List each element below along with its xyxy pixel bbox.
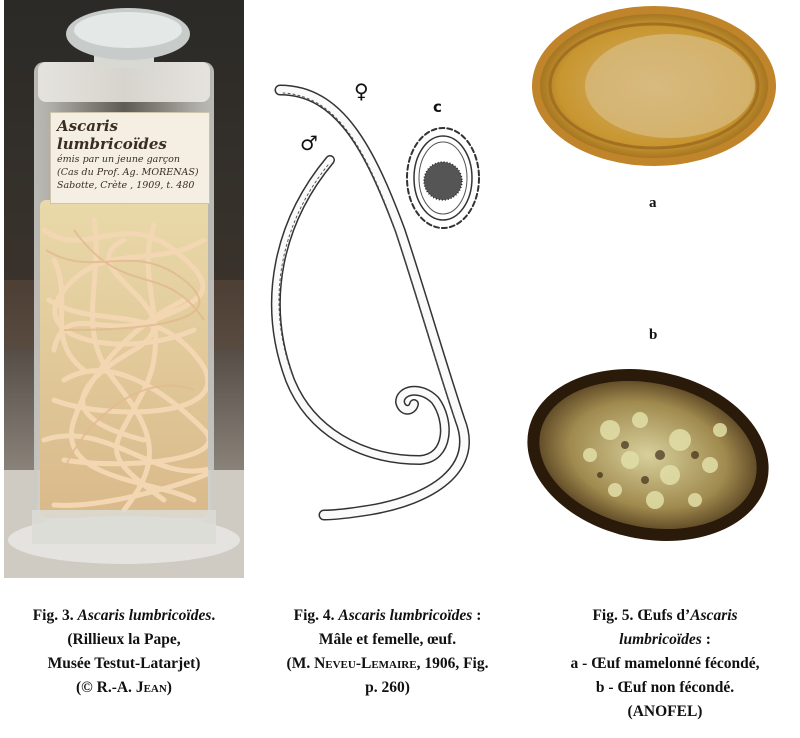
figure-3-caption: Fig. 3. Ascaris lumbricoïdes. (Rillieux … xyxy=(4,604,244,700)
source-author: Neveu-Lemaire xyxy=(314,655,417,672)
caption-prefix: Fig. 4. xyxy=(293,607,339,624)
caption-line: (Rillieux la Pape, xyxy=(67,631,181,648)
caption-line: Fig. 5. Œufs d’Ascaris xyxy=(530,604,800,628)
figure-5-caption: Fig. 5. Œufs d’Ascaris lumbricoïdes : a … xyxy=(530,604,800,724)
male-symbol: ♂ xyxy=(300,131,318,155)
caption-prefix: Fig. 5. Œufs d’ xyxy=(592,607,691,624)
credit-post: ) xyxy=(166,679,172,696)
caption-line: (M. Neveu-Lemaire, 1906, Fig. xyxy=(250,652,525,676)
species-name-genus: Ascaris xyxy=(690,607,738,624)
unfertilized-egg xyxy=(527,369,769,541)
caption-line: b - Œuf non fécondé. xyxy=(595,679,735,696)
caption-line: lumbricoïdes : xyxy=(530,628,800,652)
caption-prefix: Fig. 3. xyxy=(32,607,78,624)
species-name: Ascaris lumbricoïdes xyxy=(77,607,212,624)
egg-label-b: b xyxy=(649,327,658,343)
species-name: Ascaris lumbricoïdes xyxy=(338,607,473,624)
worm-drawing: ♀ ♂ c xyxy=(250,0,525,578)
caption-line: (ANOFEL) xyxy=(627,703,703,720)
caption-line: a - Œuf mamelonné fécondé, xyxy=(570,655,760,672)
caption-line: Fig. 3. Ascaris lumbricoïdes. xyxy=(4,604,244,628)
jar-label-line: (Cas du Prof. Ag. MORENAS) xyxy=(57,167,199,178)
worm-illustration: ♀ ♂ c xyxy=(270,79,480,521)
egg-illustrations xyxy=(527,6,776,541)
credit-author: Jean xyxy=(135,679,167,696)
caption-suffix: : xyxy=(701,631,711,648)
jar-photo: Ascaris lumbricoïdes émis par un jeune g… xyxy=(4,0,244,578)
source-pre: (M. xyxy=(286,655,315,672)
jar-illustration xyxy=(4,0,244,578)
caption-line: (© R.-A. Jean) xyxy=(4,676,244,700)
species-name-epithet: lumbricoïdes xyxy=(619,631,702,648)
egg-label-a: a xyxy=(649,195,657,211)
figure-4-caption: Fig. 4. Ascaris lumbricoïdes : Mâle et f… xyxy=(250,604,525,700)
caption-line: Musée Testut-Latarjet) xyxy=(47,655,201,672)
female-symbol: ♀ xyxy=(354,79,369,103)
source-post: , 1906, Fig. xyxy=(416,655,489,672)
caption-suffix: : xyxy=(472,607,482,624)
fertilized-egg xyxy=(532,6,776,166)
jar-label-line: émis par un jeune garçon xyxy=(57,154,181,165)
jar-label-title: Ascaris lumbricoïdes xyxy=(57,117,167,153)
caption-line: p. 260) xyxy=(365,679,410,696)
egg-letter-c: c xyxy=(433,98,442,116)
caption-line: Fig. 4. Ascaris lumbricoïdes : xyxy=(250,604,525,628)
jar-label-line: Sabotte, Crète , 1909, t. 480 xyxy=(57,180,195,191)
egg-micrographs xyxy=(520,0,800,578)
credit-pre: (© R.-A. xyxy=(76,679,136,696)
caption-suffix: . xyxy=(211,607,216,624)
caption-line: Mâle et femelle, œuf. xyxy=(318,631,457,648)
jar-label: Ascaris lumbricoïdes émis par un jeune g… xyxy=(50,112,210,204)
egg-embryo xyxy=(424,162,462,200)
